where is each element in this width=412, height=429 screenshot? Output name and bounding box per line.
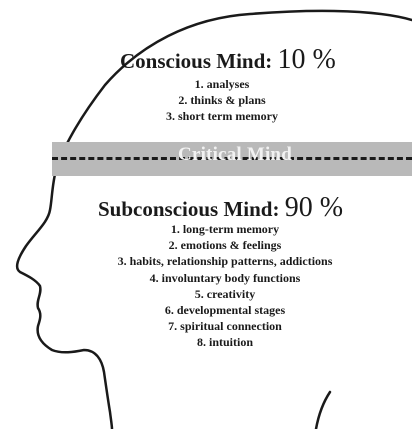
conscious-mind-title: Conscious Mind: 10 % [120,44,336,76]
conscious-mind-percent: 10 % [277,44,336,75]
critical-mind-label: Critical Mind [178,144,292,165]
subconscious-mind-list: 1. long-term memory 2. emotions & feelin… [70,221,380,351]
list-item: 1. analyses [194,77,250,91]
list-item: 5. creativity [194,286,256,301]
conscious-mind-list: 1. analyses 2. thinks & plans 3. short t… [122,76,322,125]
list-item: 8. intuition [196,335,253,350]
list-item: 2. thinks & plans [178,93,266,108]
subconscious-mind-label: Subconscious Mind: [98,197,280,221]
list-item: 3. habits, relationship patterns, addict… [117,254,333,269]
list-item: 7. spiritual connection [168,319,282,334]
list-item: 4. involuntary body functions [149,270,301,285]
conscious-mind-label: Conscious Mind: [120,49,273,73]
subconscious-mind-percent: 90 % [284,192,344,223]
list-item: 2. emotions & feelings [168,238,282,253]
subconscious-mind-title: Subconscious Mind: 90 % [98,192,343,224]
critical-mind-divider [52,157,412,160]
list-item: 6. developmental stages [164,303,286,318]
head-outline [15,9,412,429]
list-item: 3. short term memory [166,109,278,124]
list-item: 1. long-term memory [170,222,280,236]
neck-back-outline [314,390,332,429]
